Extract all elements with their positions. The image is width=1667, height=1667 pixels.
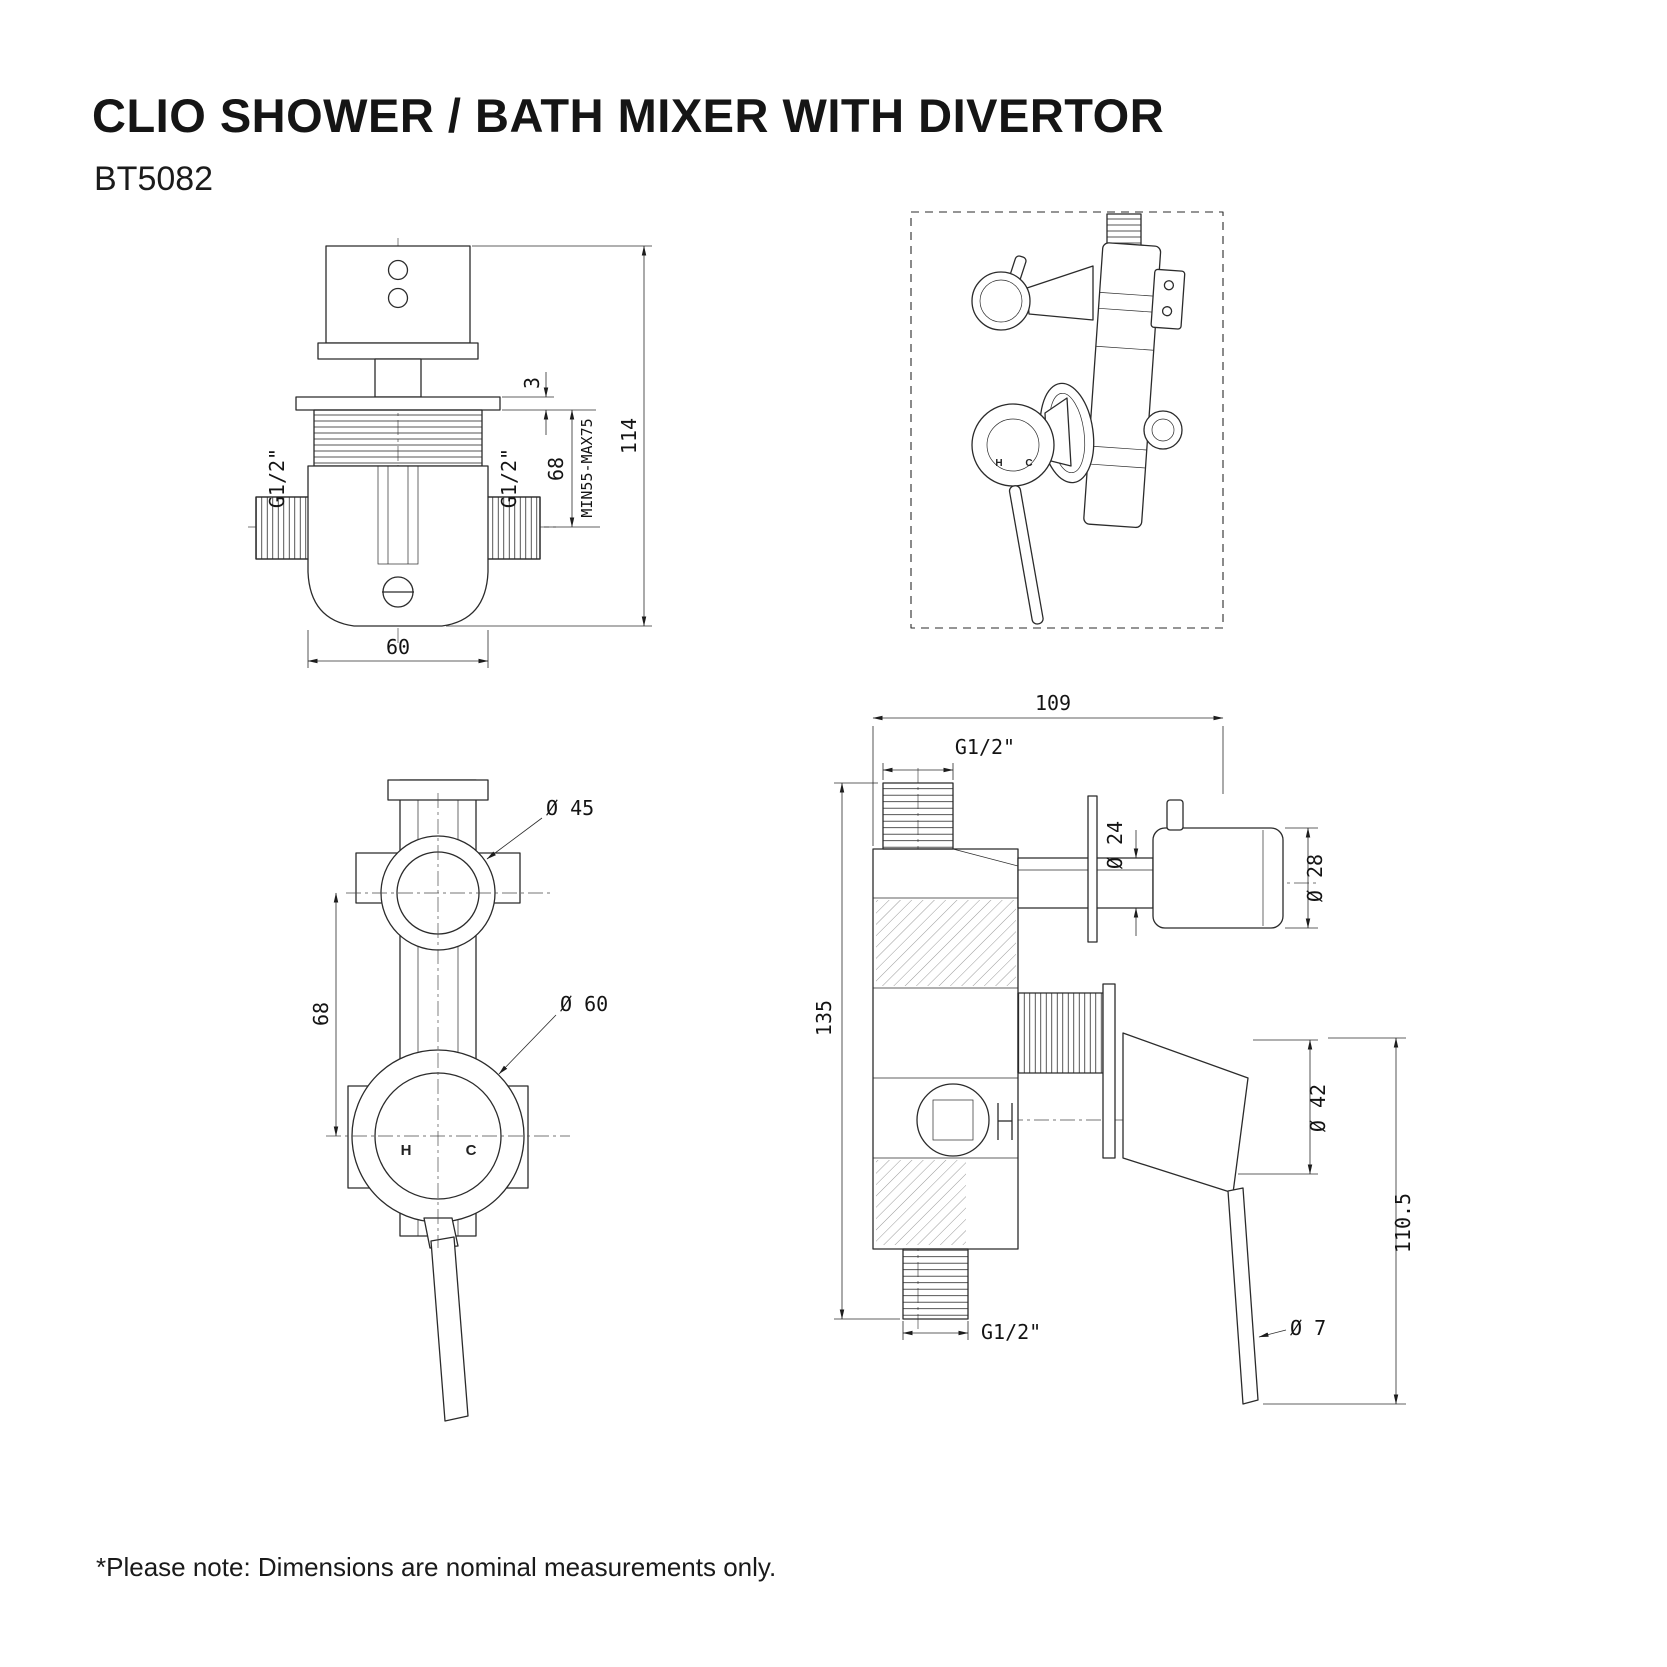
spout-outlet <box>916 1083 990 1157</box>
lever <box>430 1236 469 1422</box>
dim-60-label: 60 <box>386 635 410 659</box>
thread-top-label: G1/2" <box>955 735 1015 759</box>
dim-135-label: 135 <box>812 1000 836 1036</box>
dia-60-label: Ø 60 <box>560 992 608 1016</box>
model-code: BT5082 <box>94 160 214 198</box>
front-section-view: 60 3 68 MIN55-MAX75 114 G1/2" G1/2" <box>248 238 652 668</box>
bottom-escutcheon <box>1102 983 1116 1159</box>
dia-28-label: Ø 28 <box>1303 854 1327 902</box>
divertor-knob-side <box>1017 795 1284 943</box>
mixer-handle-side <box>1017 983 1259 1405</box>
dim-110-5-label: 110.5 <box>1391 1193 1415 1253</box>
side-view: 109 G1/2" Ø 24 Ø 28 135 Ø 42 <box>812 691 1415 1405</box>
mixer-handle <box>317 245 479 398</box>
center-lines <box>326 793 570 1248</box>
cold-mark: C <box>466 1142 477 1159</box>
knob-pin <box>1166 799 1184 831</box>
valve-body-3d <box>1083 213 1186 529</box>
divertor-knob-3d <box>971 255 1094 331</box>
dim-114-label: 114 <box>617 418 641 454</box>
recess-depth-label: MIN55-MAX75 <box>578 418 596 517</box>
bottom-outlet-thread <box>902 1248 969 1320</box>
top-escutcheon <box>1087 795 1098 943</box>
page-title: CLIO SHOWER / BATH MIXER WITH DIVERTOR <box>92 89 1165 142</box>
valve-body-side <box>872 782 1019 1320</box>
hot-mark: H <box>995 458 1002 469</box>
dimension-annotations: 109 G1/2" Ø 24 Ø 28 135 Ø 42 <box>812 691 1415 1405</box>
cartridge <box>377 465 419 565</box>
hot-mark: H <box>401 1142 412 1159</box>
dim-109-label: 109 <box>1035 691 1071 715</box>
valve-body-section <box>255 396 541 627</box>
right-inlet-thread <box>487 496 541 560</box>
top-inlet-thread <box>882 782 954 850</box>
thread-right-label: G1/2" <box>497 448 521 508</box>
thread-left-label: G1/2" <box>265 448 289 508</box>
thread-bottom-label: G1/2" <box>981 1320 1041 1344</box>
dim-3-label: 3 <box>520 377 544 389</box>
dia-42-label: Ø 42 <box>1306 1084 1330 1132</box>
dim-68-label: 68 <box>309 1002 333 1026</box>
lever-3d <box>1008 485 1044 625</box>
side-outlet <box>1143 410 1183 450</box>
mounting-bracket <box>1150 268 1186 330</box>
cold-mark: C <box>1025 458 1032 469</box>
dimension-annotations: 60 3 68 MIN55-MAX75 114 G1/2" G1/2" <box>265 245 652 668</box>
perspective-view: H C <box>910 211 1224 629</box>
front-view: H C 68 Ø 45 Ø 60 <box>309 779 608 1422</box>
lever-side <box>1227 1187 1259 1405</box>
left-inlet-thread <box>255 496 309 560</box>
dashed-frame <box>910 211 1224 629</box>
footnote: *Please note: Dimensions are nominal mea… <box>96 1552 777 1582</box>
dimension-annotations: 68 Ø 45 Ø 60 <box>309 796 608 1137</box>
dia-24-label: Ø 24 <box>1103 821 1127 869</box>
dim-68-label: 68 <box>544 457 568 481</box>
mixer-handle-3d: H C <box>971 382 1095 625</box>
dia-7-label: Ø 7 <box>1290 1316 1326 1340</box>
dia-45-label: Ø 45 <box>546 796 594 820</box>
handle-collar-thread <box>1017 992 1104 1074</box>
